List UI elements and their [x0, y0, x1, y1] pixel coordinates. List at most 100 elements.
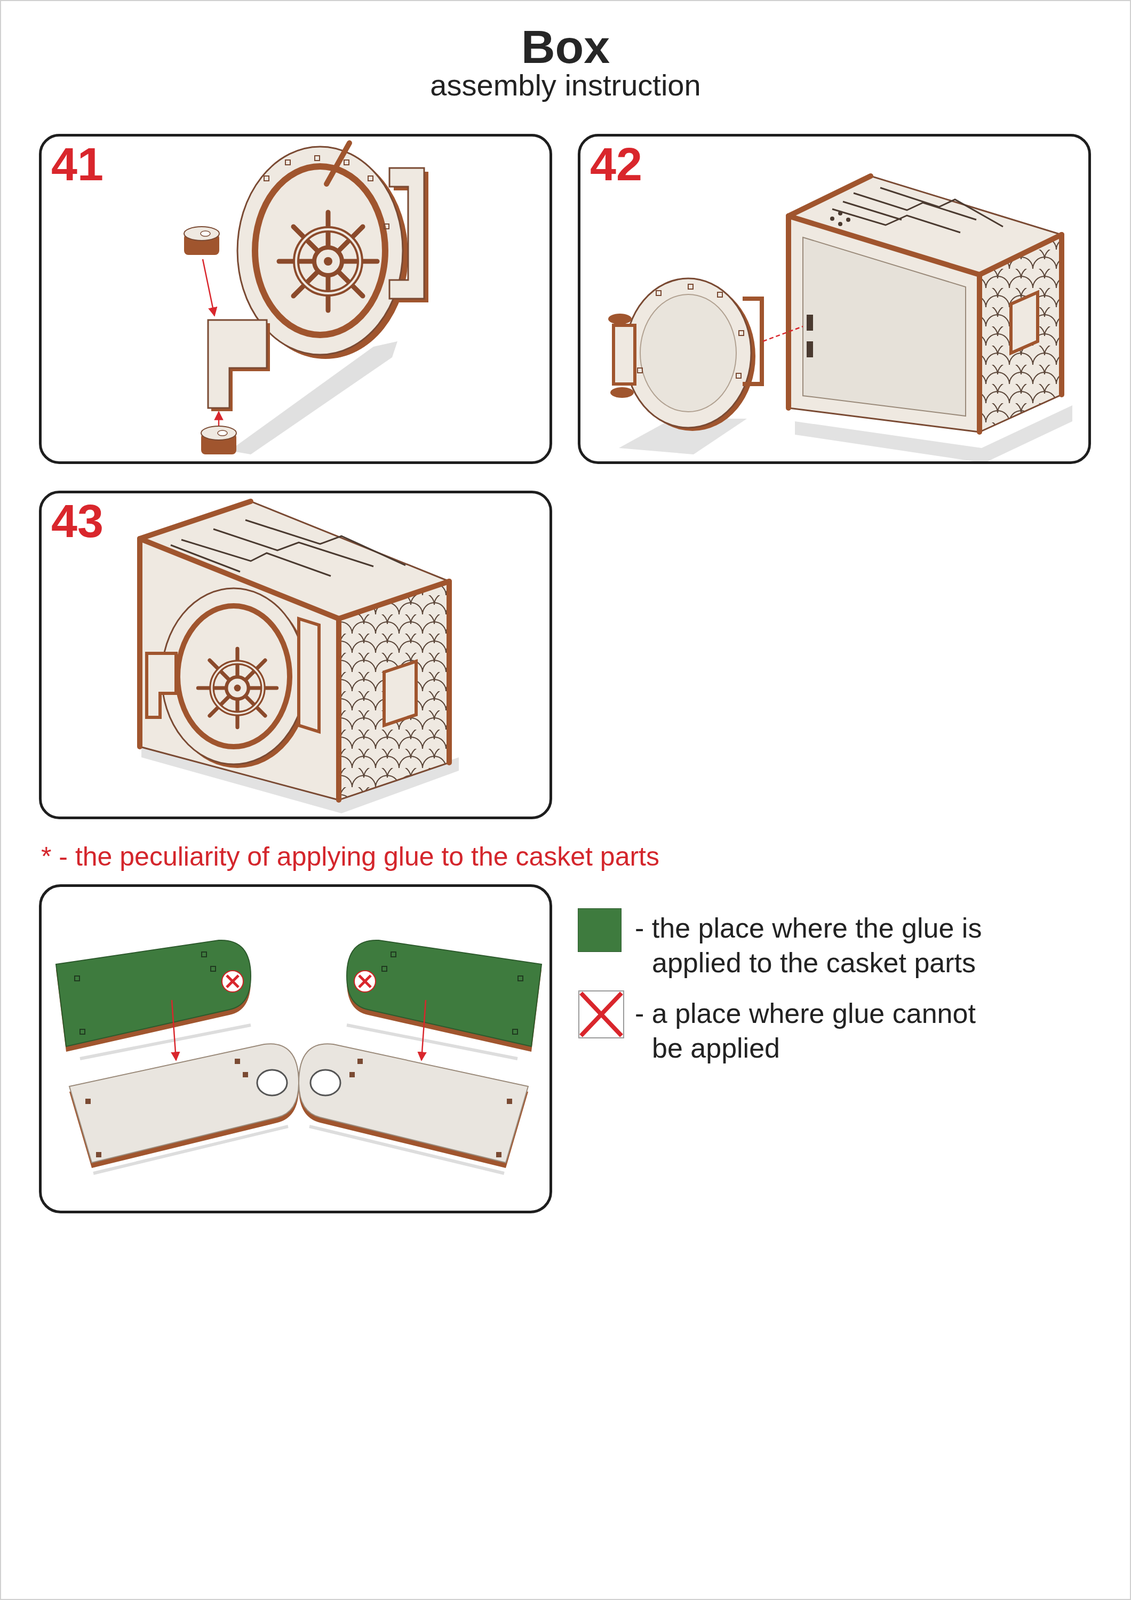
step-panel: 41 [38, 133, 553, 465]
step43-drawing [137, 538, 143, 747]
glue-plates-left [234, 1058, 241, 1065]
glue-plates-right [346, 940, 542, 1047]
step-panel: 42 [577, 133, 1091, 465]
step41-drawing [202, 259, 215, 316]
step42-drawing [806, 314, 814, 331]
step42-drawing [788, 176, 1062, 433]
glue-panel [40, 886, 552, 1213]
step42-drawing [853, 193, 977, 220]
step42-drawing [762, 326, 803, 342]
step43-drawing [384, 661, 417, 726]
step43-drawing [197, 648, 277, 728]
glue-plates-right [381, 966, 387, 972]
glue-plates-right [381, 952, 523, 1035]
glue-plates-right [512, 1029, 518, 1035]
step-number: 43 [51, 497, 104, 545]
legend-text-slot: - the place where the glue is applied to… [634, 911, 1009, 981]
no-glue-symbol [577, 990, 625, 1040]
glue-plates-right [421, 1000, 426, 1061]
glue-plates-left [257, 1070, 288, 1096]
step41-drawing [255, 166, 386, 336]
step41-drawing [368, 176, 373, 181]
step41-drawing [389, 168, 425, 299]
step42-drawing [979, 234, 1062, 275]
step41-drawing [285, 160, 291, 165]
glue-plates-left [69, 1044, 299, 1164]
glue-plates-right [298, 940, 542, 1174]
step41-drawing [384, 224, 389, 229]
step42-drawing [613, 325, 635, 385]
step42-drawing [880, 187, 1003, 227]
no-glue-symbol-frame [578, 991, 624, 1039]
step42-drawing [1010, 292, 1038, 354]
glue-plates-left [221, 970, 244, 993]
glue-plates-left [80, 1029, 85, 1035]
step43-drawing [446, 581, 452, 763]
glue-plates-right [354, 970, 376, 993]
step42-drawing [688, 284, 694, 290]
glue-plates-left [226, 975, 239, 988]
step41-drawing [201, 426, 237, 441]
glue-plates-right [496, 1152, 502, 1158]
step41-drawing [344, 160, 349, 165]
step42-drawing [742, 298, 762, 385]
glue-plates-left [74, 976, 80, 982]
glue-plates-left [96, 1152, 102, 1158]
step41-drawing [264, 176, 269, 181]
label-slot: assembly instruction [0, 67, 1131, 103]
step42-drawing [637, 284, 744, 379]
step42-drawing [640, 294, 737, 412]
no-glue-symbol-stroke [580, 993, 622, 1037]
step43-drawing [139, 501, 459, 814]
glue-plates-right [391, 952, 396, 958]
legend-text-slot: - a place where glue cannot be applied [634, 996, 1009, 1066]
glue-plates-right [349, 1058, 513, 1158]
step42-drawing [838, 211, 843, 216]
step43-drawing [336, 618, 342, 801]
step42-drawing [1058, 234, 1065, 395]
glue-plates-left [85, 1098, 91, 1105]
step41-drawing [218, 411, 220, 426]
step-number: 41 [51, 140, 104, 188]
step42-drawing [788, 176, 871, 217]
page-title: Box [0, 21, 1131, 74]
glue-plates-right [298, 1044, 529, 1164]
step42-drawing [785, 216, 792, 409]
step42-drawing [806, 341, 814, 358]
page-subtitle: assembly instruction [0, 67, 1131, 103]
step41-drawing [208, 320, 267, 409]
step42-drawing [976, 274, 983, 433]
glue-plates-left [56, 940, 299, 1174]
step43-drawing [177, 606, 290, 747]
step42-drawing [832, 209, 961, 233]
step42-drawing [832, 187, 1003, 233]
glue-plates-right [518, 976, 523, 982]
step41-drawing [279, 212, 378, 311]
step42-drawing [717, 292, 723, 298]
step43-drawing [245, 520, 406, 566]
step41-drawing [184, 226, 220, 241]
step43-drawing [139, 538, 339, 801]
legend-row: - a place where glue cannot be applied [577, 990, 1058, 1065]
title-slot: Box [0, 21, 1131, 74]
step43-drawing [298, 618, 320, 732]
step41-drawing [314, 155, 320, 161]
glue-plates-right [359, 975, 371, 988]
step42-drawing [788, 216, 980, 275]
legend-row: - the place where the glue is applied to… [577, 908, 1058, 984]
step42-drawing [846, 217, 851, 222]
step42-drawing [610, 387, 634, 398]
step41-drawing [217, 430, 228, 436]
step43-drawing [139, 501, 251, 539]
step42-drawing [842, 201, 902, 220]
glue-plates-left [74, 952, 216, 1035]
step42-drawing [608, 313, 632, 325]
step-number: 42 [590, 140, 643, 188]
step42-drawing [736, 373, 742, 379]
step42-drawing [738, 330, 744, 336]
legend-text: - a place where glue cannot be applied [634, 996, 1009, 1066]
glue-plates-left [226, 975, 239, 988]
glue-note: * - the peculiarity of applying glue to … [41, 840, 1087, 873]
